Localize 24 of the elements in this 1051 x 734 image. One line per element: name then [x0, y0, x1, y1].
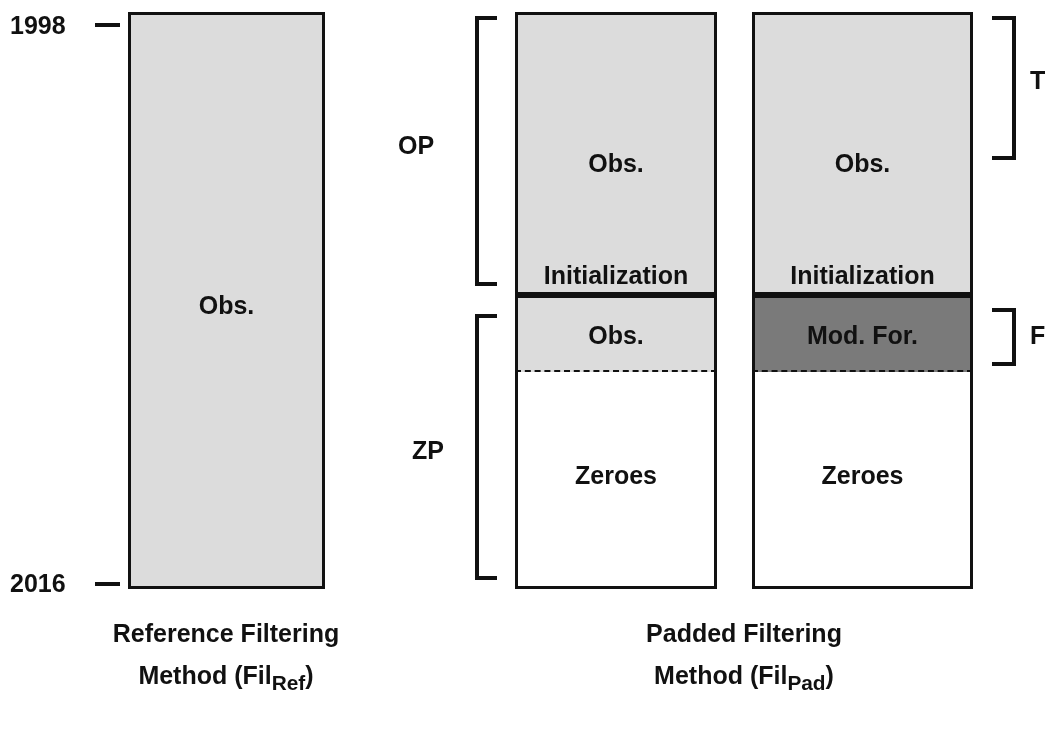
- segment-label: Zeroes: [820, 460, 905, 490]
- segment-label: Obs.: [197, 290, 256, 320]
- segment-label: Obs.: [587, 320, 645, 350]
- method-caption: Reference Filtering Method (Fil$_{Ref}$): [111, 618, 341, 696]
- year-label: 1998: [10, 10, 66, 40]
- bar-segment: [515, 298, 717, 372]
- bracket-label: ZP: [412, 435, 444, 465]
- year-label: 2016: [10, 568, 66, 598]
- bar-segment: [752, 12, 973, 298]
- segment-label: Obs.: [833, 148, 892, 178]
- segment-label: Initialization: [789, 260, 936, 290]
- bar-segment: [515, 12, 717, 298]
- segment-label: Initialization: [542, 260, 690, 290]
- bracket-label: F: [1030, 320, 1046, 350]
- segment-label: Zeroes: [574, 460, 658, 490]
- bracket-label: OP: [398, 130, 435, 160]
- bracket-label: T: [1030, 65, 1046, 95]
- bar-segment: [128, 12, 325, 589]
- segment-label: Mod. For.: [805, 320, 920, 350]
- bar-segment: [515, 372, 717, 589]
- segment-label: Obs.: [587, 148, 645, 178]
- bar-segment: [752, 298, 973, 372]
- method-caption: Padded Filtering Method (Fil$_{Pad}$): [645, 618, 843, 696]
- bar-segment: [752, 372, 973, 589]
